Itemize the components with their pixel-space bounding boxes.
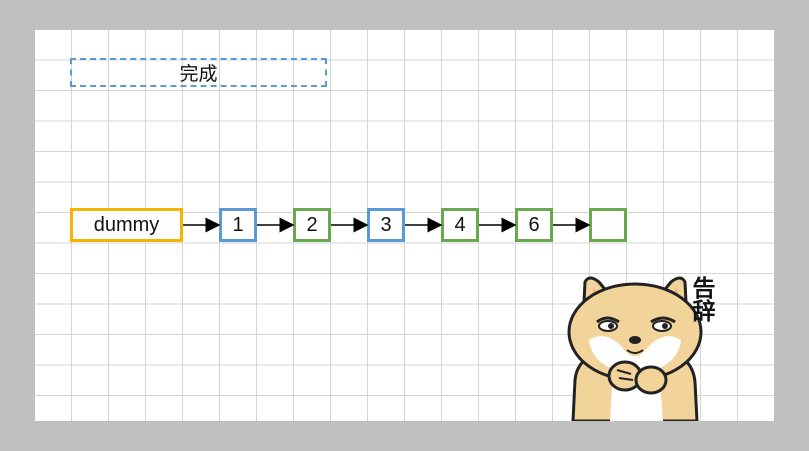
node-2: 2 xyxy=(293,208,331,242)
diagram-canvas: 完成 dummy 1 2 3 4 6 xyxy=(35,30,774,421)
node-3: 3 xyxy=(367,208,405,242)
node-dummy: dummy xyxy=(70,208,183,242)
node-4: 4 xyxy=(441,208,479,242)
status-label: 完成 xyxy=(70,58,327,87)
node-1: 1 xyxy=(219,208,257,242)
node-6: 6 xyxy=(515,208,553,242)
node-empty xyxy=(589,208,627,242)
sticker-caption: 告辞 xyxy=(688,276,714,322)
shiba-dog-icon xyxy=(567,276,703,421)
